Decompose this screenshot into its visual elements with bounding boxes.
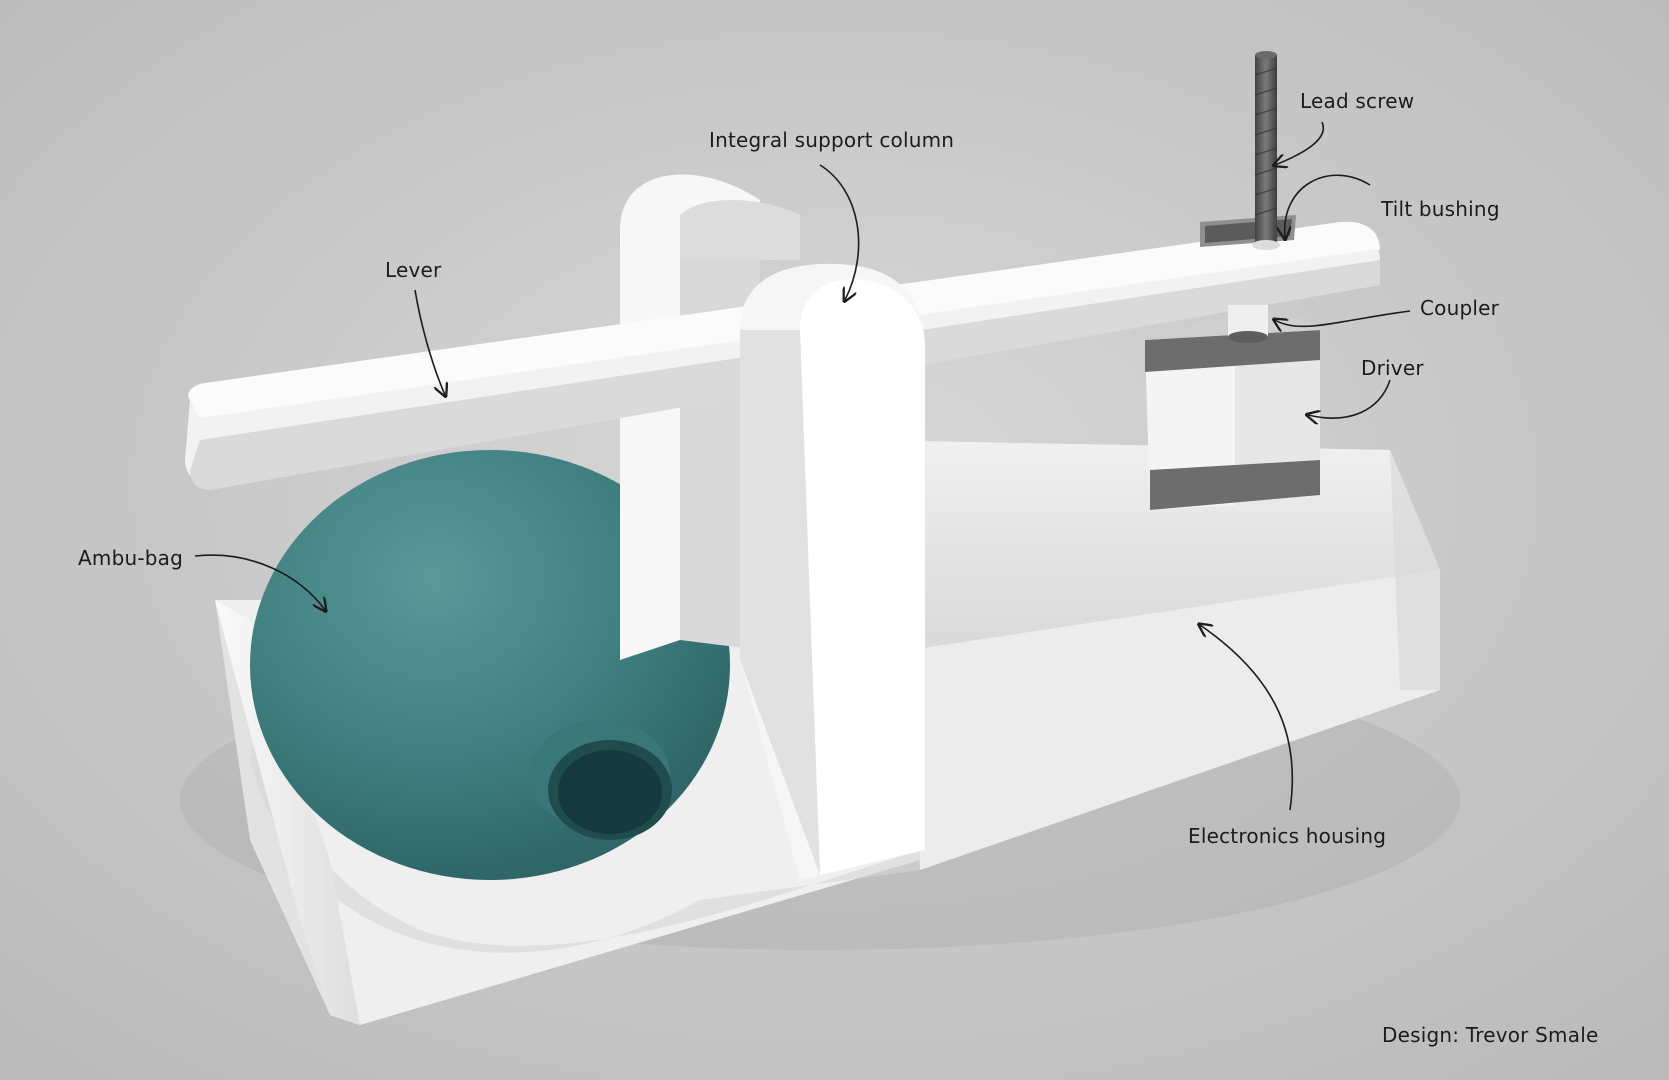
ambu-bag	[250, 450, 730, 880]
lead-screw-arrow	[1275, 121, 1325, 165]
support-column-arrow	[819, 164, 860, 300]
label-coupler: Coupler	[1420, 296, 1500, 320]
driver-motor	[1145, 318, 1320, 510]
coupler	[1228, 305, 1268, 343]
label-lead-screw: Lead screw	[1300, 89, 1415, 113]
label-lever: Lever	[385, 258, 442, 282]
ambu-bag-arrow	[194, 554, 325, 610]
coupler-arrow	[1275, 310, 1411, 326]
driver-arrow	[1308, 379, 1391, 418]
tilt-bushing-arrow	[1285, 174, 1371, 238]
label-integral-support-column: Integral support column	[709, 128, 955, 152]
label-tilt-bushing: Tilt bushing	[1381, 197, 1500, 221]
lever-arrow	[414, 289, 445, 395]
label-electronics-housing: Electronics housing	[1188, 824, 1387, 848]
front-column	[740, 263, 925, 880]
callout-arrows	[194, 121, 1411, 811]
electronics-housing-arrow	[1200, 625, 1294, 811]
lead-screw	[1252, 51, 1280, 250]
label-driver: Driver	[1361, 356, 1424, 380]
design-credit: Design: Trevor Smale	[1382, 1023, 1599, 1047]
label-ambu-bag: Ambu-bag	[78, 546, 183, 570]
electronics-housing	[860, 440, 1440, 870]
